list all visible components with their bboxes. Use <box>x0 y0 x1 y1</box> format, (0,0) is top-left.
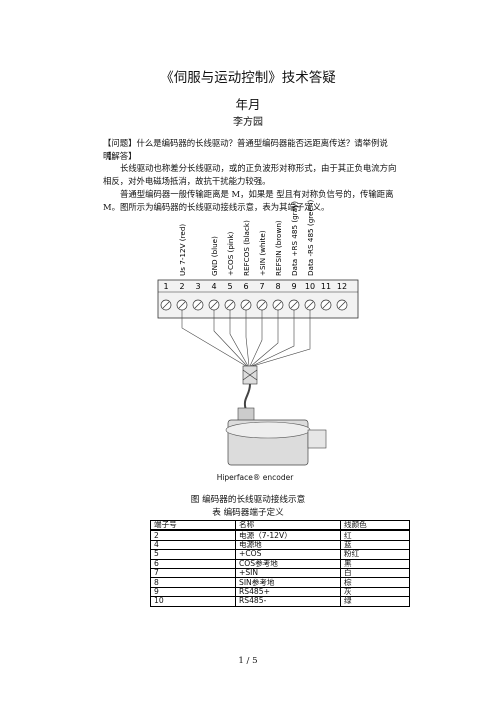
screw-slot <box>258 301 266 309</box>
screw-slot <box>306 301 314 309</box>
wires <box>181 310 311 367</box>
terminal-number: 5 <box>227 282 232 291</box>
signal-label: +COS (pink) <box>226 231 235 276</box>
cell-name: RS485- <box>235 596 341 607</box>
terminal-number: 1 <box>163 282 168 291</box>
wire <box>250 310 279 367</box>
signal-label: REFCOS (black) <box>242 220 251 276</box>
cell-name: +COS <box>235 549 341 560</box>
wire <box>245 310 250 367</box>
cell-name: RS485+ <box>235 586 341 598</box>
screw-slot <box>162 301 170 309</box>
wiring-diagram: Us 7-12V (red) GND (blue) +COS (pink) REFCO… <box>157 200 359 482</box>
signal-label: REFSIN (brown) <box>274 220 283 276</box>
cell-terminal: 10 <box>150 596 236 607</box>
terminal-number: 8 <box>275 282 280 291</box>
terminal-number: 12 <box>337 282 347 291</box>
screw-slot <box>226 301 234 309</box>
header-name: 名称 <box>235 520 341 532</box>
signal-label: Data +RS 485 (gray) <box>290 201 299 276</box>
paragraph-2: 普通型编码器一般传输距离是 M，如果是 型且有对称负信号的，传输距离 M。 <box>103 189 394 212</box>
terminal-number: 3 <box>195 282 200 291</box>
cell-color: 棕 <box>340 577 410 588</box>
wire <box>251 310 295 367</box>
cell-name: +SIN <box>235 567 341 579</box>
cell-color: 白 <box>340 567 410 579</box>
figure-caption: 图 编码器的长线驱动接线示意 <box>190 495 306 505</box>
cell-terminal: 7 <box>150 567 236 579</box>
encoder-label: Hiperface® encoder <box>217 473 294 482</box>
wire <box>213 310 248 367</box>
terminal-number: 4 <box>211 282 216 291</box>
cell-name: COS参考地 <box>235 558 341 569</box>
cell-name: 电源地 <box>235 539 341 551</box>
cell-name: SIN参考地 <box>235 577 341 588</box>
table-caption: 表 编码器端子定义 <box>212 508 284 518</box>
terminal-number: 11 <box>321 282 331 291</box>
page-number: 1 / 5 <box>238 656 258 666</box>
encoder-shaft <box>307 429 327 449</box>
terminal-number: 2 <box>179 282 184 291</box>
cell-terminal: 5 <box>150 549 236 560</box>
cell-terminal: 9 <box>150 586 236 598</box>
signal-label: GND (blue) <box>210 236 219 276</box>
signal-label: Us 7-12V (red) <box>178 224 187 276</box>
signal-label: +SIN (white) <box>258 230 267 276</box>
screw-slot <box>242 301 250 309</box>
cell-color: 粉红 <box>340 549 410 560</box>
screw-slot <box>210 301 218 309</box>
terminal-block <box>157 279 359 319</box>
document-date: 年月 <box>235 97 261 112</box>
cell-color: 红 <box>340 529 410 541</box>
cell-terminal: 8 <box>150 577 236 588</box>
document-title: 《伺服与运动控制》技术答疑 <box>160 70 336 86</box>
terminal-number: 7 <box>259 282 264 291</box>
wire <box>249 310 263 367</box>
cell-color: 绿 <box>340 596 410 607</box>
paragraph-1: 长线驱动也称差分长线驱动，或的正负波形对称形式，由于其正负电流方向相反，对外电磁… <box>103 163 397 186</box>
screw-slot <box>290 301 298 309</box>
cell-terminal: 4 <box>150 539 236 551</box>
answer-label: 【解答】 <box>103 151 137 161</box>
wire <box>229 310 249 367</box>
screw-slot <box>274 301 282 309</box>
document-author: 李方园 <box>233 117 263 128</box>
table-header-row: 端子号 名称 线颜色 <box>150 520 410 532</box>
wire <box>181 310 247 367</box>
screw-slot <box>194 301 202 309</box>
header-color: 线颜色 <box>340 520 410 532</box>
signal-labels: Us 7-12V (red) GND (blue) +COS (pink) REFCO… <box>178 200 315 276</box>
question-text: 【问题】什么是编码器的长线驱动？普通型编码器能否远距离传送？请举例说明。 <box>103 138 388 161</box>
paragraph-3: 图所示为编码器的长线驱动接线示意，表为其端子定义。 <box>120 202 330 212</box>
screw-slot <box>338 301 346 309</box>
signal-label: Data -RS 485 (green) <box>306 200 315 276</box>
terminal-number: 9 <box>291 282 296 291</box>
screw-slot <box>178 301 186 309</box>
cell-name: 电源（7-12V） <box>235 529 341 541</box>
terminal-number: 6 <box>243 282 248 291</box>
cell-color: 灰 <box>340 586 410 598</box>
cell-terminal: 2 <box>150 529 236 541</box>
wire <box>252 310 311 367</box>
terminal-number: 10 <box>305 282 315 291</box>
screw-slot <box>322 301 330 309</box>
cable <box>243 383 251 411</box>
cell-terminal: 6 <box>150 558 236 569</box>
header-terminal: 端子号 <box>150 520 236 532</box>
